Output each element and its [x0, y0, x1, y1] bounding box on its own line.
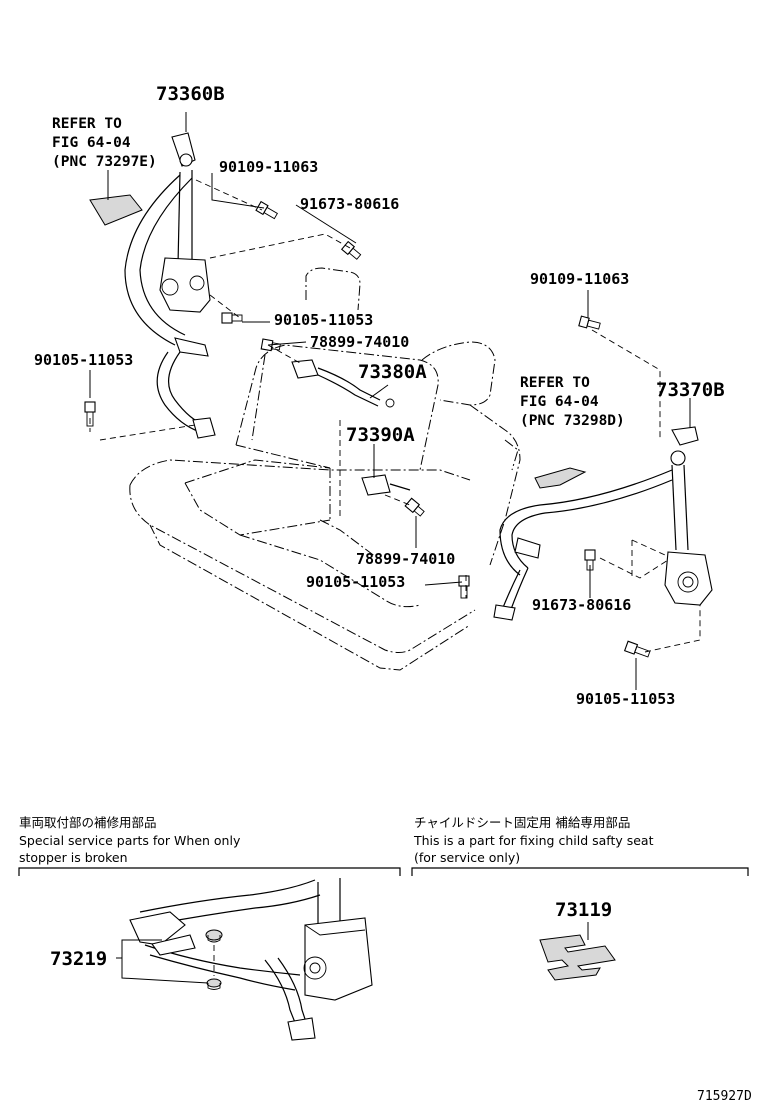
bolt-icon	[260, 338, 281, 352]
part-number-label: 90105-11053	[576, 690, 675, 708]
pnc-73219-label: 73219	[50, 948, 107, 970]
section-divider-right	[411, 867, 749, 876]
right-note-line-1: チャイルドシート固定用 補給専用部品	[414, 815, 630, 830]
bolt-icon	[84, 401, 96, 427]
bolt-icon	[340, 240, 362, 260]
bolt-icon	[623, 640, 651, 658]
left-belt-assembly-73360B	[124, 132, 216, 439]
detail-73119-child-seat-bracket	[539, 934, 616, 981]
pnc-73370B-label: 73370B	[656, 379, 725, 401]
bolt-icon	[578, 315, 601, 330]
left-note-line-2: Special service parts for When only	[19, 833, 241, 848]
part-number-label: 90109-11063	[219, 158, 318, 176]
leader-lines	[89, 112, 691, 690]
left-reference-bracket	[89, 194, 143, 226]
left-note-line-3: stopper is broken	[19, 850, 128, 865]
right-ref-line-2: FIG 64-04	[520, 394, 599, 410]
leader-73219	[121, 939, 209, 984]
part-number-label: 90105-11053	[306, 573, 405, 591]
part-number-label: 90109-11063	[530, 270, 629, 288]
right-note-line-2: This is a part for fixing child safty se…	[413, 833, 654, 848]
left-ref-line-2: FIG 64-04	[52, 135, 131, 151]
assembly-dashed-lines	[89, 179, 701, 653]
right-ref-line-1: REFER TO	[520, 375, 590, 391]
part-number-label: 90105-11053	[274, 311, 373, 329]
left-ref-line-1: REFER TO	[52, 116, 122, 132]
pnc-73380A-label: 73380A	[358, 361, 427, 383]
right-reference-bracket	[534, 467, 587, 489]
bolt-icon	[458, 575, 470, 599]
part-number-label: 91673-80616	[300, 195, 399, 213]
detail-73219-illustration	[129, 878, 373, 1041]
rear-seat-outline	[129, 267, 521, 671]
bolt-icon	[255, 200, 278, 220]
part-number-label: 90105-11053	[34, 351, 133, 369]
pnc-73119-label: 73119	[555, 899, 612, 921]
part-number-label: 78899-74010	[310, 333, 409, 351]
left-ref-line-3: (PNC 73297E)	[52, 154, 157, 170]
right-note-line-3: (for service only)	[414, 850, 520, 865]
bolt-icons	[84, 200, 651, 658]
pnc-73390A-label: 73390A	[346, 424, 415, 446]
part-number-label: 78899-74010	[356, 550, 455, 568]
center-buckle-73380A	[291, 359, 395, 408]
bolt-icon	[221, 312, 243, 324]
center-buckle-73390A	[361, 474, 411, 496]
bolt-icon	[404, 497, 425, 517]
pnc-73360B-label: 73360B	[156, 83, 225, 105]
right-ref-line-3: (PNC 73298D)	[520, 413, 625, 429]
part-number-label: 91673-80616	[532, 596, 631, 614]
diagram-id: 715927D	[697, 1089, 752, 1104]
section-divider-left	[18, 867, 401, 876]
right-belt-assembly-73370B	[493, 426, 713, 621]
left-note-line-1: 車両取付部の補修用部品	[19, 815, 157, 830]
